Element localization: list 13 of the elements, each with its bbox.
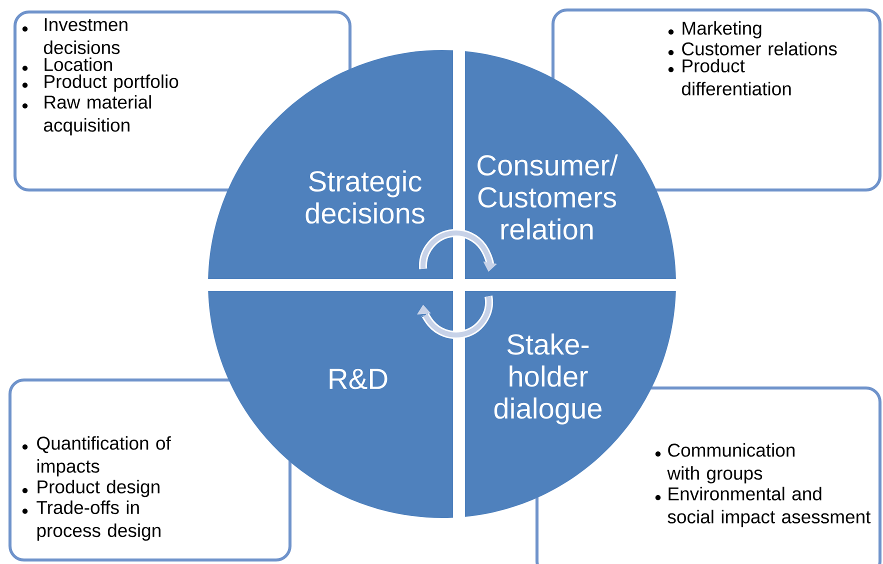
bullet-item: Product design (22, 480, 160, 498)
quadrant-sector: R&D (208, 290, 453, 518)
bullet-item: Raw material acquisition (22, 95, 151, 136)
cycle-arrow (417, 296, 493, 339)
bullet-item: Product portfolio (22, 74, 178, 92)
bullet-item: Trade-offs in process design (22, 500, 160, 541)
bullet-item: Investmen decisions (22, 18, 128, 54)
quadrant-sector: Strategic decisions (208, 50, 453, 279)
bullet-item: Quantification of impacts (22, 436, 171, 476)
bullet-item: Location (22, 58, 112, 72)
bullet-list-box (8, 378, 292, 562)
quadrant-sector: Consumer/ Customers relation (465, 51, 676, 279)
bullet-item: Marketing (668, 21, 762, 38)
